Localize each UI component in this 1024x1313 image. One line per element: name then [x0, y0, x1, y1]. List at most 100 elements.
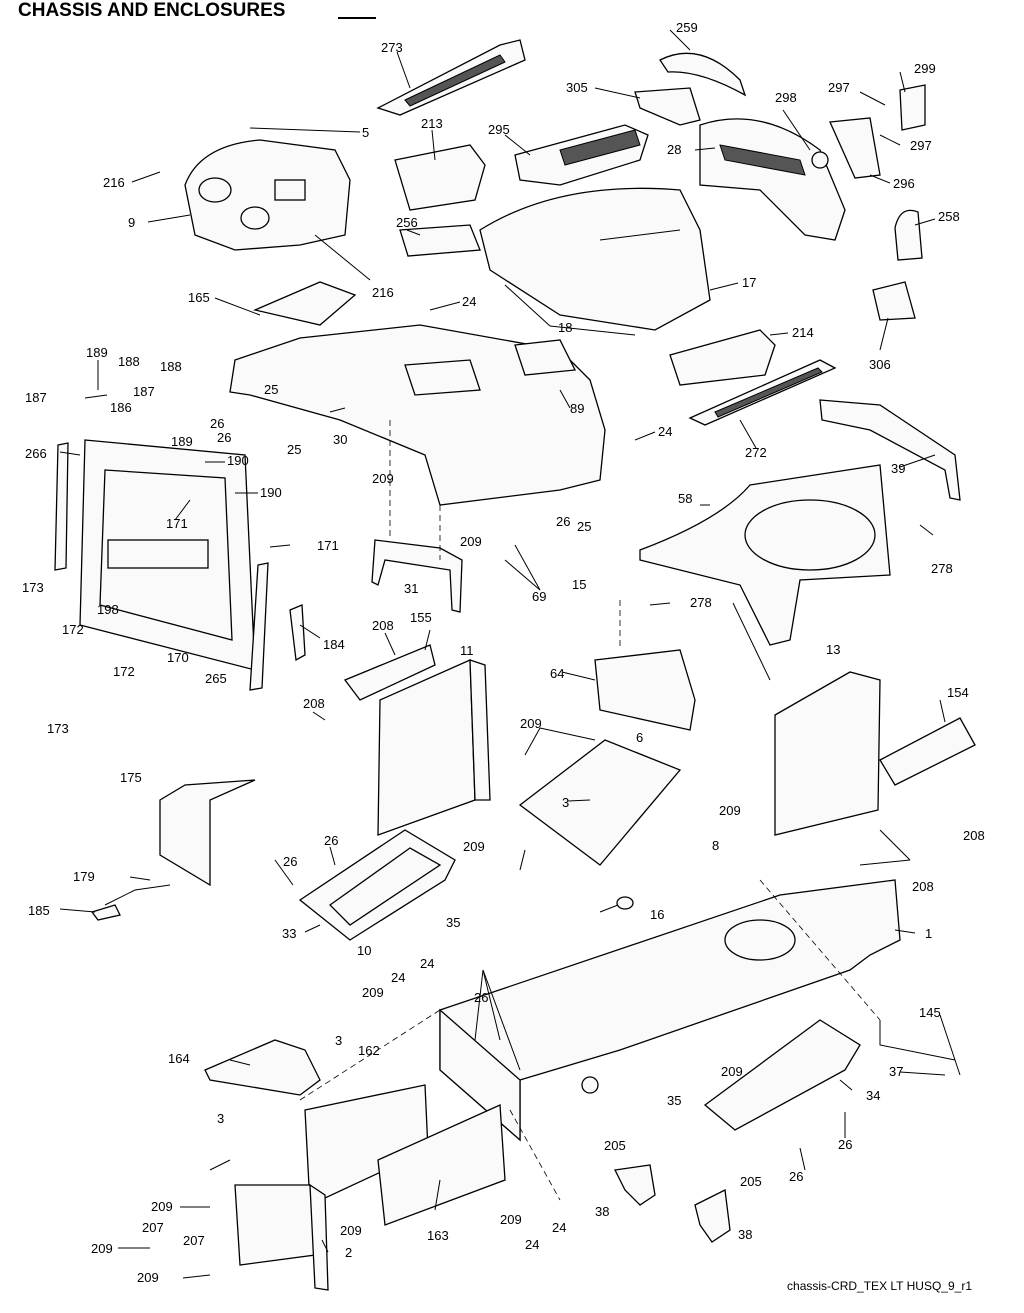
part-58-shape: [639, 464, 891, 646]
callout-256: 256: [396, 215, 418, 230]
callout-209-a: 209: [372, 471, 394, 486]
callout-209-d: 209: [719, 803, 741, 818]
callout-31: 31: [404, 581, 418, 596]
callout-208-a: 208: [372, 618, 394, 633]
part-154-shape: [879, 717, 976, 786]
part-39-shape: [819, 399, 961, 501]
callout-266: 266: [25, 446, 47, 461]
callout-8-a: 8: [712, 838, 719, 853]
part-185-shape: [90, 904, 121, 921]
callout-296: 296: [893, 176, 915, 191]
callout-17: 17: [742, 275, 756, 290]
callout-258: 258: [938, 209, 960, 224]
part-34-shape: [703, 1019, 861, 1131]
callout-187-b: 187: [133, 384, 155, 399]
callout-25-a: 25: [264, 382, 278, 397]
part-145-shape: [879, 1020, 956, 1061]
part-64-shape: [594, 649, 696, 731]
callout-209-l: 209: [137, 1270, 159, 1285]
callout-306: 306: [869, 357, 891, 372]
callout-24-e: 24: [552, 1220, 566, 1235]
part-266-shape: [54, 442, 69, 571]
callout-184: 184: [323, 637, 345, 652]
callout-3-a: 3: [562, 795, 569, 810]
callout-209-j: 209: [500, 1212, 522, 1227]
callout-9: 9: [128, 215, 135, 230]
callout-190-b: 190: [260, 485, 282, 500]
leader-lines: [59, 29, 961, 1279]
part-296-shape: [829, 117, 881, 179]
callout-155: 155: [410, 610, 432, 625]
part-16-shape: [616, 896, 634, 910]
part-31-shape: [371, 539, 463, 613]
callout-205-a: 205: [604, 1138, 626, 1153]
callout-179: 179: [73, 869, 95, 884]
part-259-shape: [659, 52, 747, 97]
callout-24-d: 24: [420, 956, 434, 971]
callout-295: 295: [488, 122, 510, 137]
part-273-shape: [376, 39, 526, 116]
callout-172-b: 172: [113, 664, 135, 679]
callout-278-b: 278: [690, 595, 712, 610]
callout-164: 164: [168, 1051, 190, 1066]
part-6-shape: [518, 739, 682, 866]
diagram-caption: chassis-CRD_TEX LT HUSQ_9_r1: [787, 1279, 972, 1293]
callout-297-b: 297: [910, 138, 932, 153]
callout-2: 2: [345, 1245, 352, 1260]
callout-26-e: 26: [283, 854, 297, 869]
callout-26-c: 26: [556, 514, 570, 529]
callout-209-h: 209: [151, 1199, 173, 1214]
part-170-shape: [79, 439, 256, 671]
part-28-shape: [699, 118, 846, 241]
callout-28: 28: [667, 142, 681, 157]
callout-3-b: 3: [335, 1033, 342, 1048]
callout-209-c: 209: [520, 716, 542, 731]
callout-5: 5: [362, 125, 369, 140]
callout-208-c: 208: [963, 828, 985, 843]
part-38b-shape: [694, 1189, 731, 1243]
callout-25-c: 25: [577, 519, 591, 534]
callout-35-b: 35: [667, 1093, 681, 1108]
callout-185: 185: [28, 903, 50, 918]
callout-213: 213: [421, 116, 443, 131]
callout-272: 272: [745, 445, 767, 460]
callout-188-a: 188: [118, 354, 140, 369]
callout-208-b: 208: [303, 696, 325, 711]
part-9-shape: [184, 139, 351, 251]
callout-89: 89: [570, 401, 584, 416]
callout-26-d: 26: [324, 833, 338, 848]
callout-171-b: 171: [317, 538, 339, 553]
callout-190-a: 190: [227, 453, 249, 468]
callout-209-b: 209: [460, 534, 482, 549]
callout-26-a: 26: [210, 416, 224, 431]
callout-175: 175: [120, 770, 142, 785]
callout-265: 265: [205, 671, 227, 686]
part-295-shape: [514, 124, 649, 186]
callout-11: 11: [460, 643, 474, 658]
callout-38-a: 38: [595, 1204, 609, 1219]
callout-188-b: 188: [160, 359, 182, 374]
callout-187-a: 187: [25, 390, 47, 405]
part-165-shape: [252, 281, 357, 326]
callout-35-a: 35: [446, 915, 460, 930]
part-13-shape: [774, 671, 881, 836]
callout-209-i: 209: [340, 1223, 362, 1238]
callout-24-b: 24: [658, 424, 672, 439]
callout-297-a: 297: [828, 80, 850, 95]
callout-25-b: 25: [287, 442, 301, 457]
part-184-shape: [289, 604, 306, 662]
part-callouts: 273 259 299 305 297 298 297 5 213 295 28…: [22, 20, 985, 1285]
callout-216-a: 216: [103, 175, 125, 190]
part-38a-shape: [614, 1164, 656, 1206]
callout-170: 170: [167, 650, 189, 665]
callout-24-a: 24: [462, 294, 476, 309]
callout-198: 198: [97, 602, 119, 617]
part-214-shape: [669, 329, 776, 386]
callout-33: 33: [282, 926, 296, 941]
callout-16: 16: [650, 907, 664, 922]
callout-1: 1: [925, 926, 932, 941]
callout-38-b: 38: [738, 1227, 752, 1242]
callout-34: 34: [866, 1088, 880, 1103]
callout-207-a: 207: [142, 1220, 164, 1235]
callout-173-a: 173: [22, 580, 44, 595]
